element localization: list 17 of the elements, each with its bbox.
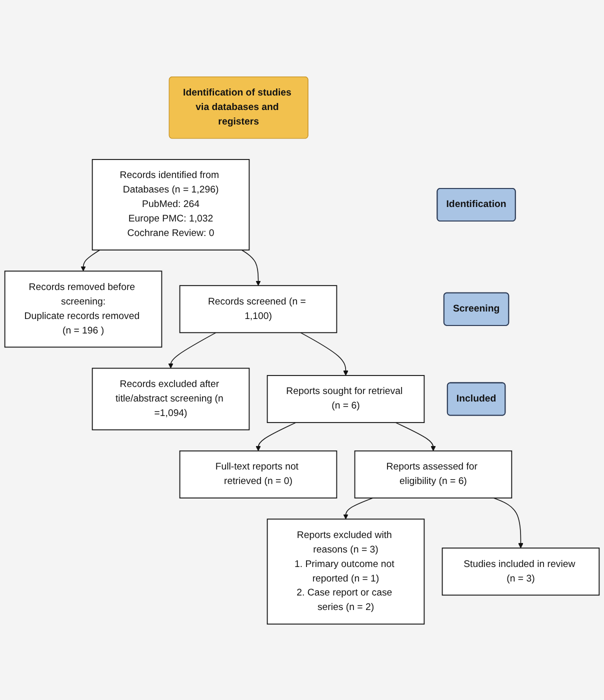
node-box: Records identified from Databases (n = 1,296) PubMed: 264 Europe PMC: 1,032 Cochrane Review: 0 (92, 158, 250, 250)
arrow (256, 422, 296, 451)
node-box: Reports assessed for eligibility (n = 6) (354, 450, 512, 498)
node-box: Reports excluded with reasons (n = 3) 1. Primary outcome not reported (n = 1) 2. Case report or case series (n = 2) (266, 518, 425, 624)
arrow (80, 249, 100, 271)
arrow (241, 249, 261, 286)
arrow (343, 497, 374, 519)
arrow (395, 422, 436, 451)
node-box: Records removed before screening: Duplicate records removed (n = 196 ) (4, 270, 162, 348)
node-box: Reports sought for retrieval (n = 6) (266, 374, 425, 423)
node-box: Full-text reports not retrieved (n = 0) (179, 450, 338, 498)
arrow (300, 332, 348, 376)
arrow (493, 497, 524, 548)
node-box: Records screened (n = 1,100) (179, 284, 338, 333)
arrow (168, 332, 216, 368)
node-box: Studies included in review (n = 3) (442, 547, 600, 596)
node-box: Records excluded after title/abstract screening (n =1,094) (92, 367, 250, 430)
